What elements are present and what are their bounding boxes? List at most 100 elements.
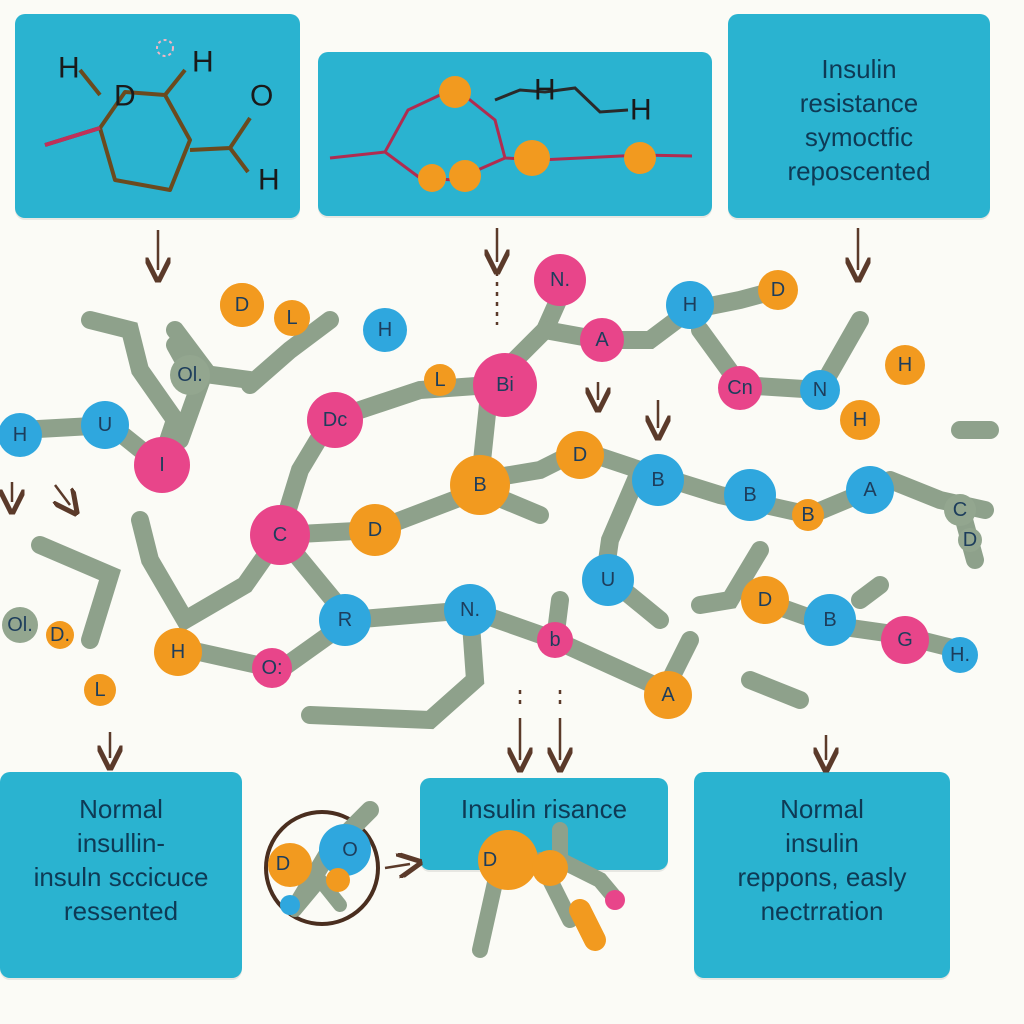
top-right-panel-text: Insulin resistance symoctfic reposcented [728, 52, 990, 188]
top-right-panel: Insulin resistance symoctfic reposcented [728, 14, 990, 218]
atom [800, 370, 840, 410]
atom [424, 364, 456, 396]
atom [2, 607, 38, 643]
formula-label: O [250, 80, 273, 113]
atom [268, 843, 312, 887]
text-line: nectrration [760, 896, 884, 926]
atom-label: B [823, 609, 836, 631]
atom [0, 413, 42, 457]
atom [514, 140, 550, 176]
text-line: insullin- [76, 828, 166, 858]
top-middle-panel [318, 52, 712, 216]
atom-label: C [273, 524, 287, 546]
atom-label: Cn [727, 377, 753, 399]
bottom-middle-title: Insulin risance [460, 794, 628, 824]
right-arrow-icon [384, 864, 410, 868]
atom [449, 160, 481, 192]
atom-label: B [651, 469, 664, 491]
atom [319, 824, 371, 876]
atom [473, 353, 537, 417]
atom [363, 308, 407, 352]
atom [556, 431, 604, 479]
atom [804, 594, 856, 646]
atom [46, 621, 74, 649]
bottom-right-panel-text: Normal insulin reppons, easly nectrratio… [694, 792, 950, 928]
atom [644, 671, 692, 719]
atom-label: Bi [496, 374, 514, 396]
atom-label: N. [460, 599, 480, 621]
atom-label: G [897, 629, 913, 651]
atom-label: D [758, 589, 772, 611]
atom-label: I [159, 454, 165, 476]
formula-label: H [58, 52, 80, 85]
atom-label: D [771, 279, 785, 301]
atom-label: H [171, 641, 185, 663]
atom [81, 401, 129, 449]
atom [537, 622, 573, 658]
atom-label: D [235, 294, 249, 316]
atom [885, 345, 925, 385]
atom [724, 469, 776, 521]
atom [280, 895, 300, 915]
flow-arrows [12, 228, 858, 868]
text-line: insulin [785, 828, 859, 858]
atom [758, 270, 798, 310]
atom-label: A [661, 684, 675, 706]
atom-label: U [98, 414, 112, 436]
atom-label: H [13, 424, 27, 446]
atom [349, 504, 401, 556]
text-line: Insulin [821, 54, 897, 84]
atom [478, 830, 538, 890]
atom [534, 254, 586, 306]
atom-label: N [813, 379, 827, 401]
atom-network: CLHN.HDAOl.DcLBiCnNHHHUICDBDBBBACDOl.D.L… [0, 254, 982, 719]
atom [840, 400, 880, 440]
text-line: reposcented [787, 156, 931, 186]
text-line: Normal [780, 794, 864, 824]
atom [792, 499, 824, 531]
structural-formula-middle: H H [329, 74, 693, 192]
atom [307, 392, 363, 448]
atom-label: R [338, 609, 352, 631]
atom-label: B [473, 474, 486, 496]
atom-label: C [953, 499, 967, 521]
atom [958, 528, 982, 552]
text-line: reppons, easly [737, 862, 907, 892]
atom [418, 164, 446, 192]
atom [220, 283, 264, 327]
atom-label: D [276, 853, 290, 875]
atom [666, 281, 714, 329]
atom [154, 628, 202, 676]
atom-label: B [801, 504, 814, 526]
atom [718, 366, 762, 410]
dashed-circle-icon [156, 39, 174, 57]
atom [444, 584, 496, 636]
atom-label: H. [950, 644, 970, 666]
atom [741, 576, 789, 624]
atom-label: L [434, 369, 445, 391]
down-arrow-icon [55, 484, 70, 505]
bottom-right-panel: Normal insulin reppons, easly nectrratio… [694, 772, 950, 978]
atom-label: H [853, 409, 867, 431]
atom [170, 355, 210, 395]
atom [252, 648, 292, 688]
text-line: ressented [63, 896, 179, 926]
text-line: Normal [79, 794, 163, 824]
formula-label: H [192, 46, 214, 79]
atom-label: H [683, 294, 697, 316]
atom [250, 505, 310, 565]
atom [632, 454, 684, 506]
atom [881, 616, 929, 664]
atom [582, 554, 634, 606]
atom-label: D [483, 849, 497, 871]
atom [944, 494, 976, 526]
atom-label: Ol. [177, 364, 203, 386]
atom [450, 455, 510, 515]
atom-label: Dc [323, 409, 347, 431]
atom [84, 674, 116, 706]
atom-label: O [342, 839, 358, 861]
atom [942, 637, 978, 673]
atom-label: Ol. [7, 614, 33, 636]
atom [846, 466, 894, 514]
